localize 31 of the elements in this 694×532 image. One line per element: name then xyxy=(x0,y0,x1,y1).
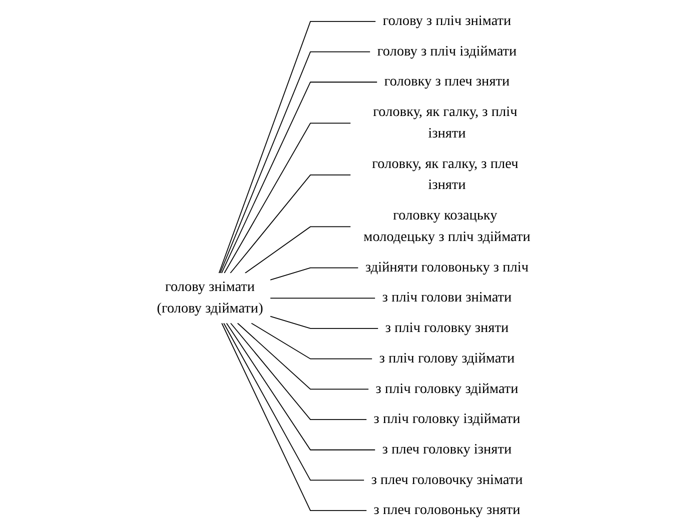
node-text: з пліч голову здіймати xyxy=(380,350,516,366)
connector xyxy=(245,226,352,274)
connector xyxy=(270,316,380,329)
node-text: головку, як галку, з плеч ізняти xyxy=(372,156,519,193)
node-text: з пліч головку іздіймати xyxy=(374,411,521,427)
node-text: голову з пліч іздіймати xyxy=(378,44,518,59)
node-text: з плеч головочку знімати xyxy=(372,472,524,488)
connector xyxy=(230,322,368,420)
node-text: з пліч голови знімати xyxy=(382,290,512,306)
connector xyxy=(224,322,365,481)
connector xyxy=(230,174,352,274)
node-text: голову знімати (голову здіймати) xyxy=(157,279,264,316)
node-text: з плеч головоньку зняти xyxy=(374,502,521,518)
node-text: з пліч головку здіймати xyxy=(376,381,519,396)
connector xyxy=(226,322,376,450)
connector xyxy=(270,267,360,280)
node-text: з плеч головку ізняти xyxy=(382,442,512,458)
node-text: з пліч головку зняти xyxy=(386,320,510,336)
connector xyxy=(224,122,352,274)
node-text: здійняти головоньку з пліч xyxy=(366,260,530,275)
connector xyxy=(238,322,370,390)
connector xyxy=(222,322,368,512)
node-text: головку, як галку, з пліч ізняти xyxy=(373,104,518,142)
node-text: головку козацьку молодецьку з пліч здіймати xyxy=(364,208,531,245)
node-text: головку з плеч зняти xyxy=(384,74,510,90)
connector xyxy=(219,20,377,274)
connector xyxy=(270,298,376,299)
connector xyxy=(220,51,372,274)
connector xyxy=(251,322,374,360)
node-text: голову з пліч знімати xyxy=(383,13,512,29)
connector xyxy=(222,82,378,274)
